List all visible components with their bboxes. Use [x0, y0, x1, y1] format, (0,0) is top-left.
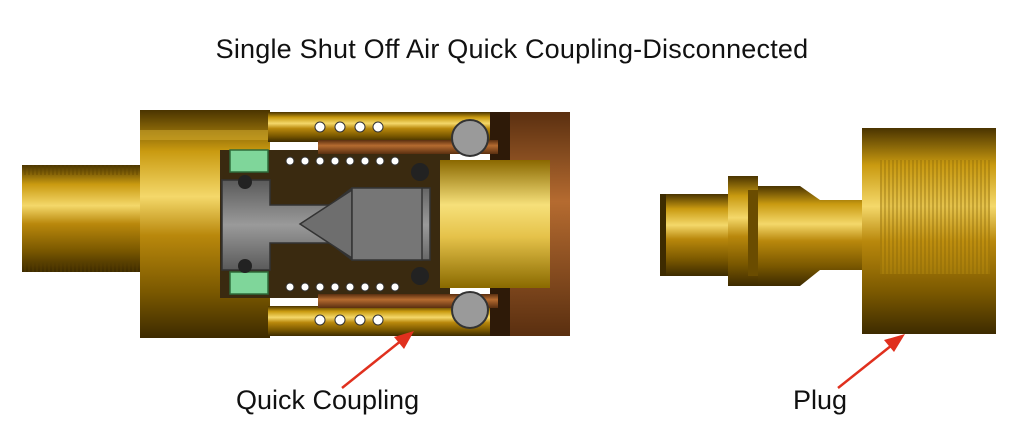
arrow-plug [837, 334, 905, 389]
plug-internal-threads [880, 160, 990, 274]
coupling-threaded-inlet [22, 165, 150, 272]
diagram-title: Single Shut Off Air Quick Coupling-Disco… [215, 34, 809, 64]
plug-label: Plug [793, 385, 848, 415]
arrow-quick-coupling [341, 331, 414, 389]
quick-coupling-label: Quick Coupling [236, 385, 420, 415]
coupling-inlet-threads [22, 165, 150, 175]
coupling-spring [285, 121, 400, 326]
quick-coupling [22, 110, 570, 338]
coupling-lock-ball-top [451, 119, 489, 157]
plug-nipple [662, 194, 732, 276]
coupling-bore [440, 160, 550, 288]
plug [660, 128, 996, 334]
coupling-lock-ball-bottom [451, 291, 489, 329]
coupling-seal-bottom [229, 271, 269, 295]
coupling-seal-top [229, 149, 269, 173]
plug-body [758, 186, 868, 286]
